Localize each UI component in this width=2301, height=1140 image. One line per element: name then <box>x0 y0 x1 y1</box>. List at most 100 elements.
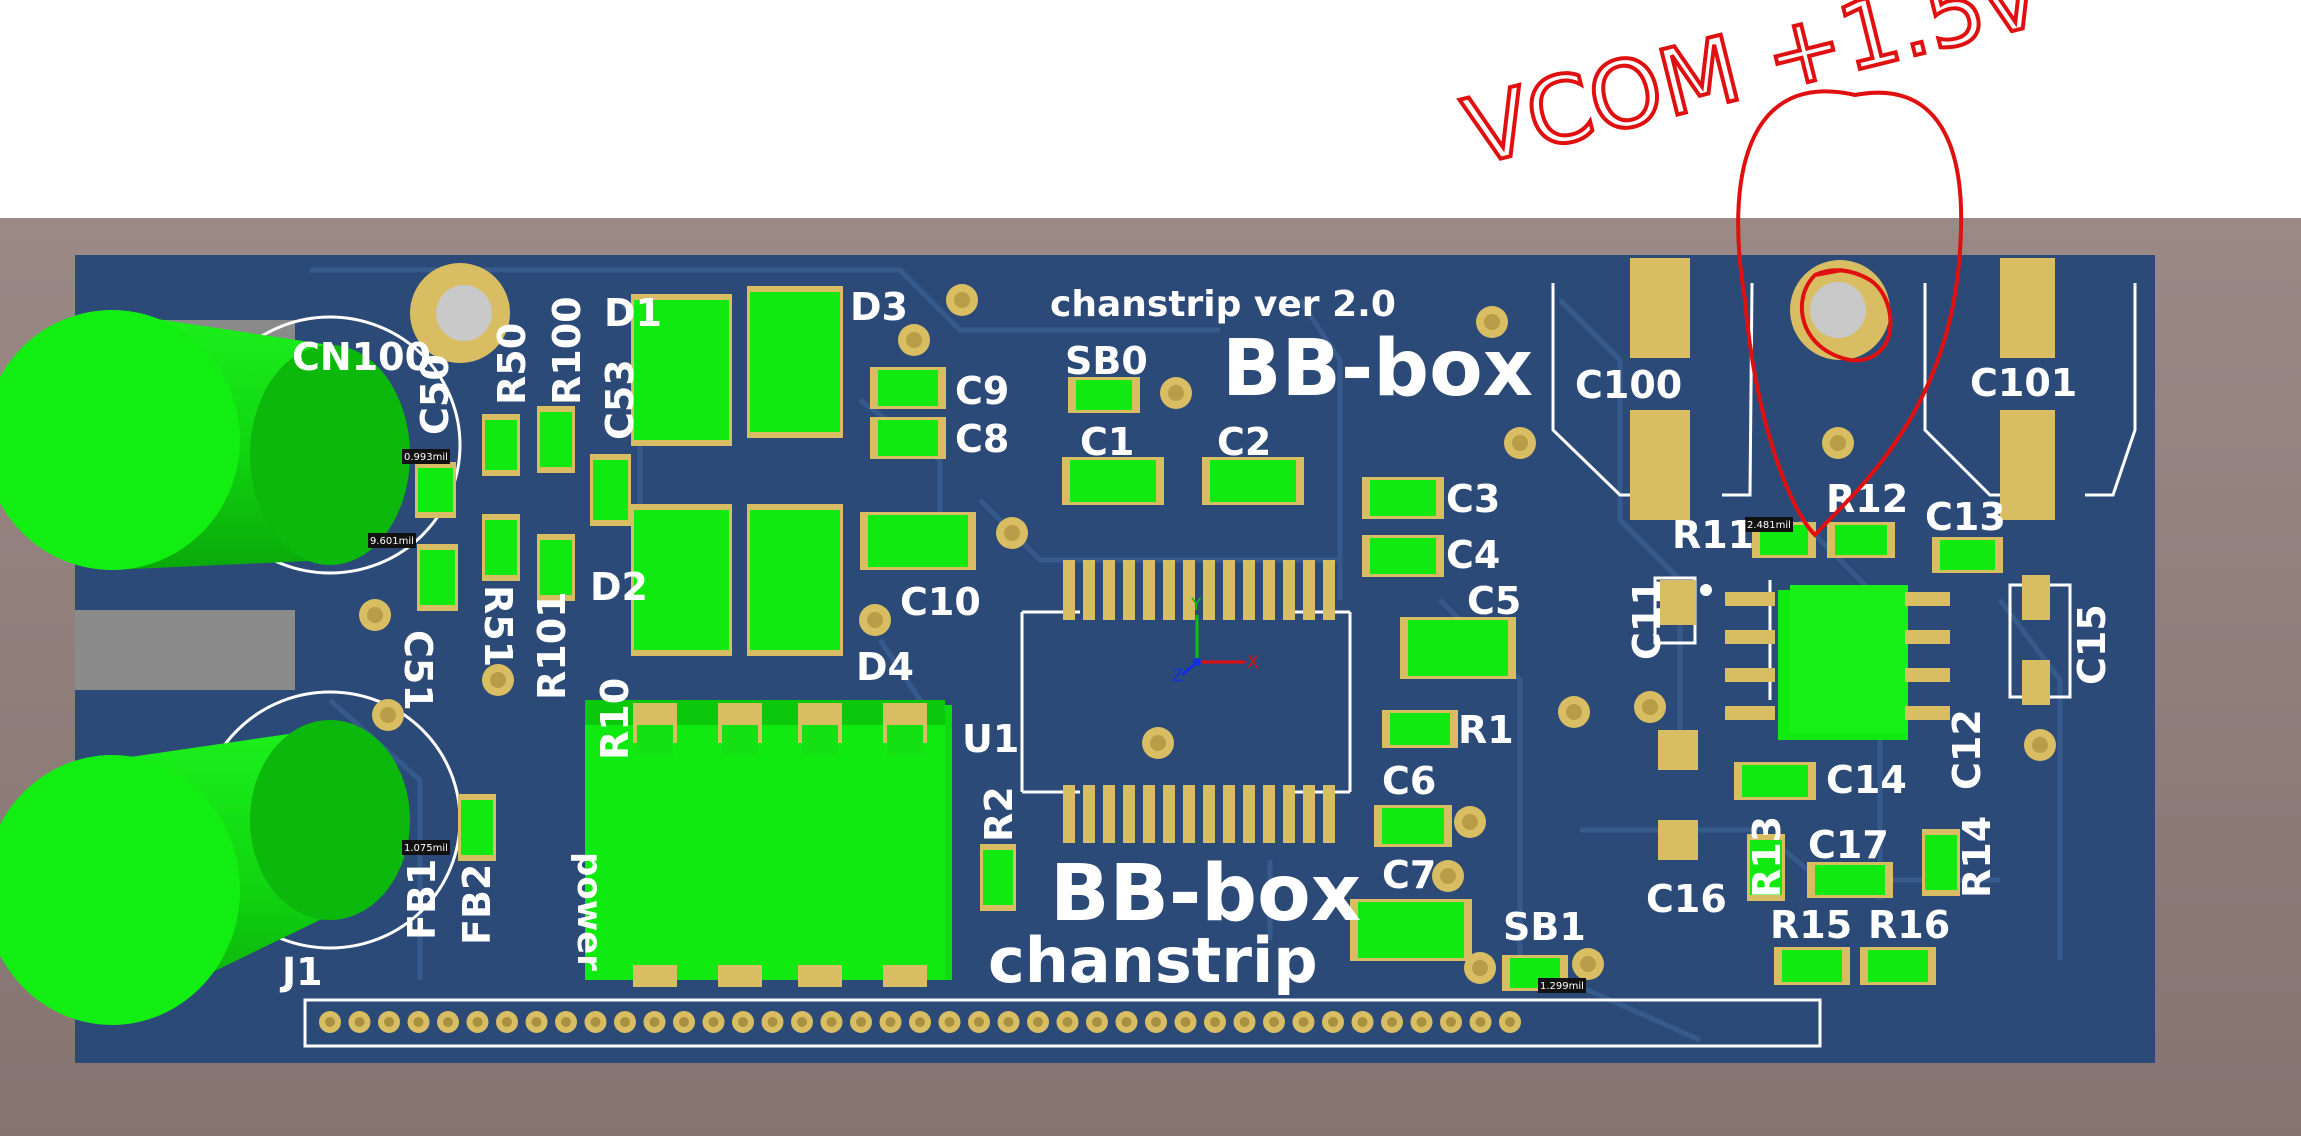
label-r11: R11 <box>1672 513 1754 557</box>
smd-part <box>593 460 628 520</box>
smd-part <box>1358 902 1464 958</box>
label-c8: C8 <box>955 417 1009 461</box>
label-c3: C3 <box>1446 477 1500 521</box>
measure-5: 1.299mil <box>1540 981 1584 992</box>
smd-part <box>1925 835 1957 890</box>
label-d1: D1 <box>604 291 662 335</box>
label-c10: C10 <box>900 580 981 624</box>
label-r15: R15 <box>1770 903 1852 947</box>
smd-components <box>415 286 2003 991</box>
smd-part <box>983 850 1013 905</box>
smd-part <box>1076 380 1132 410</box>
measure-3: 1.075mil <box>404 843 448 854</box>
label-c1: C1 <box>1080 420 1134 464</box>
smd-part <box>1750 840 1782 895</box>
label-cn100: CN100 <box>292 335 431 379</box>
vias <box>359 284 2056 984</box>
label-u1: U1 <box>962 717 1019 761</box>
label-c101: C101 <box>1970 361 2077 405</box>
smd-part <box>485 520 517 575</box>
smd-part <box>420 550 455 605</box>
measure-1: 0.993mil <box>404 452 448 463</box>
label-r2: R2 <box>977 786 1021 842</box>
label-c9: C9 <box>955 369 1009 413</box>
smd-part <box>1210 460 1296 502</box>
power-module <box>585 700 952 987</box>
label-r101: R101 <box>530 591 574 700</box>
smd-part <box>1408 620 1508 676</box>
axis-gizmo: X Y Z <box>1172 595 1259 686</box>
label-c11: C11 <box>1625 579 1669 660</box>
label-power: power <box>569 852 609 971</box>
measure-2: 9.601mil <box>370 536 414 547</box>
smd-part <box>1868 950 1928 982</box>
smd-part <box>540 412 572 467</box>
smd-part <box>1782 950 1842 982</box>
axis-z-label: Z <box>1172 666 1184 686</box>
label-r100: R100 <box>545 296 589 405</box>
smd-part <box>1390 713 1450 745</box>
label-c100: C100 <box>1575 363 1682 407</box>
smd-part <box>1815 865 1885 895</box>
label-c16: C16 <box>1646 877 1727 921</box>
cap-pads <box>1630 258 2055 860</box>
label-c6: C6 <box>1382 759 1436 803</box>
annotation-text: VCOM +1.5v <box>1454 0 2049 186</box>
axis-x-label: X <box>1247 653 1259 673</box>
label-c2: C2 <box>1217 420 1271 464</box>
label-c15: C15 <box>2070 604 2114 685</box>
label-r50: R50 <box>490 323 534 405</box>
label-c53: C53 <box>598 359 642 440</box>
label-c14: C14 <box>1826 758 1907 802</box>
smd-part <box>540 540 572 595</box>
mount-holes <box>410 260 1890 363</box>
label-sb1: SB1 <box>1503 905 1586 949</box>
rca-jack-bottom <box>0 720 410 1025</box>
opamp-ic <box>1700 584 1950 740</box>
brand-top: BB-box <box>1222 324 1533 414</box>
label-c5: C5 <box>1467 579 1521 623</box>
smd-part <box>878 370 938 406</box>
label-r51: R51 <box>476 585 520 667</box>
smd-part <box>634 510 729 650</box>
smd-part <box>418 468 453 512</box>
label-r12: R12 <box>1826 477 1908 521</box>
label-r13: R13 <box>1745 816 1789 898</box>
label-c17: C17 <box>1808 823 1889 867</box>
label-d3: D3 <box>850 285 908 329</box>
version-text: chanstrip ver 2.0 <box>1050 284 1396 325</box>
label-r1: R1 <box>1458 708 1514 752</box>
smd-part <box>1940 540 1995 570</box>
smd-part <box>1742 765 1808 797</box>
smd-part <box>634 300 729 440</box>
rca-jack-top <box>0 310 410 570</box>
measurement-tags: 0.993mil 9.601mil 1.075mil 2.481mil 1.29… <box>368 449 1793 993</box>
smd-part <box>878 420 938 456</box>
smd-part <box>750 510 840 650</box>
label-c50: C50 <box>413 354 457 435</box>
label-c51: C51 <box>396 630 440 711</box>
smd-part <box>1370 538 1436 574</box>
label-d4: D4 <box>856 645 914 689</box>
label-r14: R14 <box>1955 816 1999 898</box>
smd-part <box>485 420 517 470</box>
smd-part <box>1070 460 1156 502</box>
label-r10: R10 <box>593 678 637 760</box>
label-sb0: SB0 <box>1065 339 1148 383</box>
label-r16: R16 <box>1868 903 1950 947</box>
smd-part <box>868 515 968 567</box>
pin-header <box>319 1011 1521 1033</box>
axis-y-label: Y <box>1190 595 1202 615</box>
smd-part <box>1835 525 1887 555</box>
label-c13: C13 <box>1925 495 2006 539</box>
smd-part <box>1370 480 1436 516</box>
smd-part <box>750 292 840 432</box>
label-fb1: FB1 <box>400 859 444 940</box>
label-fb2: FB2 <box>455 864 499 945</box>
label-j1: J1 <box>279 950 323 994</box>
brand-bottom: BB-box <box>1050 849 1361 939</box>
measure-4: 2.481mil <box>1747 520 1791 531</box>
connector-slot-bottom <box>75 610 295 690</box>
smd-part <box>1382 808 1444 844</box>
